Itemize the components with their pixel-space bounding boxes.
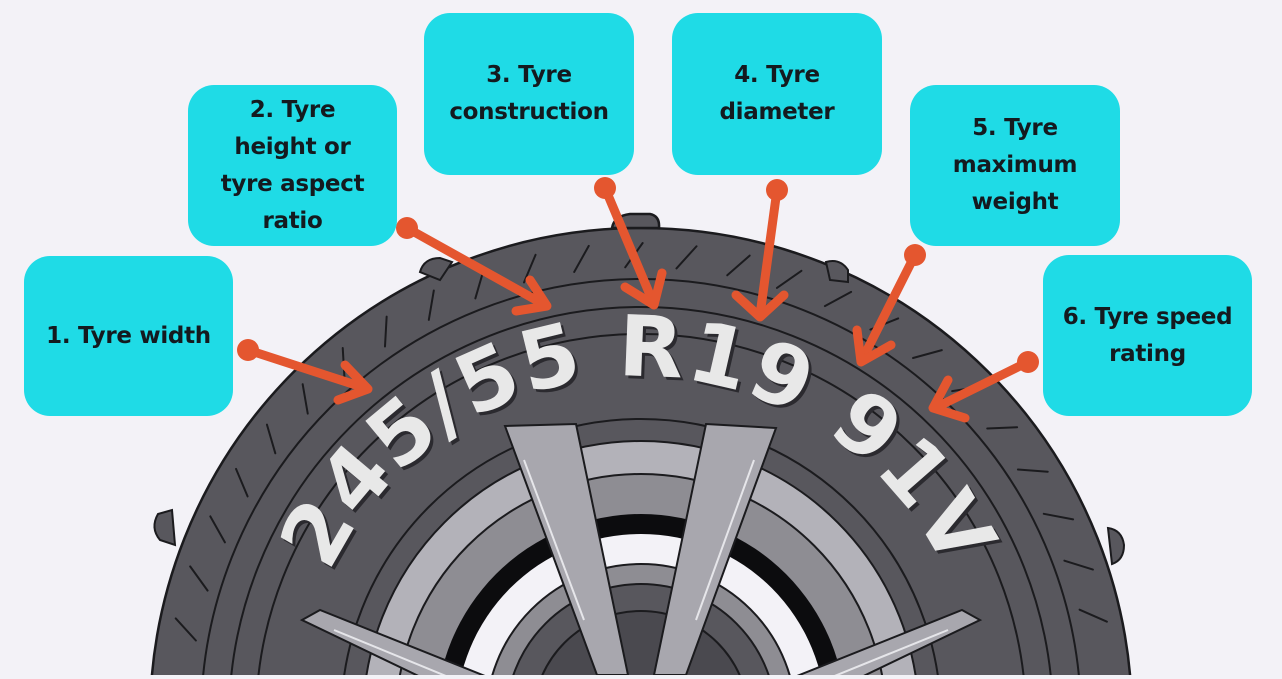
label-tyre-construction: 3. Tyre construction <box>424 13 634 175</box>
arrow-dots <box>237 177 1039 373</box>
label-text: 3. Tyre <box>486 62 572 88</box>
label-text: 2. Tyre <box>249 96 336 123</box>
arrow-2-head <box>511 275 552 316</box>
label-text: 4. Tyre <box>734 62 820 88</box>
arrow-6-head <box>928 375 970 423</box>
label-text: maximum <box>952 152 1078 178</box>
label-text: weight <box>971 189 1059 215</box>
label-text: diameter <box>719 99 835 125</box>
label-text: 6. Tyre speed <box>1062 303 1233 330</box>
arrow-3-shaft <box>600 183 658 307</box>
label-text: 1. Tyre width <box>46 322 211 349</box>
label-text: height or <box>234 133 351 160</box>
wheel-rim <box>299 421 983 675</box>
arrow-2-shaft <box>402 223 550 310</box>
label-tyre-aspect-ratio: 2. Tyre height or tyre aspect ratio <box>188 85 397 246</box>
label-text: 5. Tyre <box>972 115 1058 141</box>
pointer-arrows <box>243 183 1033 423</box>
label-tyre-width: 1. Tyre width <box>24 256 233 416</box>
arrow-1-head <box>333 360 373 405</box>
arrow-1-shaft <box>243 345 370 393</box>
arrow-5-shaft <box>857 250 920 365</box>
label-text: construction <box>449 99 609 125</box>
arrow-5-head <box>852 325 896 367</box>
label-tyre-diameter: 4. Tyre diameter <box>672 13 882 175</box>
arrow-6-shaft <box>930 357 1033 413</box>
arrow-4-shaft <box>755 185 782 320</box>
label-tyre-max-weight: 5. Tyre maximum weight <box>910 85 1120 246</box>
label-text: rating <box>1109 340 1186 367</box>
label-tyre-speed-rating: 6. Tyre speed rating <box>1043 255 1252 416</box>
label-text: tyre aspect <box>220 170 365 197</box>
label-text: ratio <box>262 207 323 234</box>
arrow-4-head <box>731 290 789 322</box>
arrow-3-head <box>620 268 667 310</box>
